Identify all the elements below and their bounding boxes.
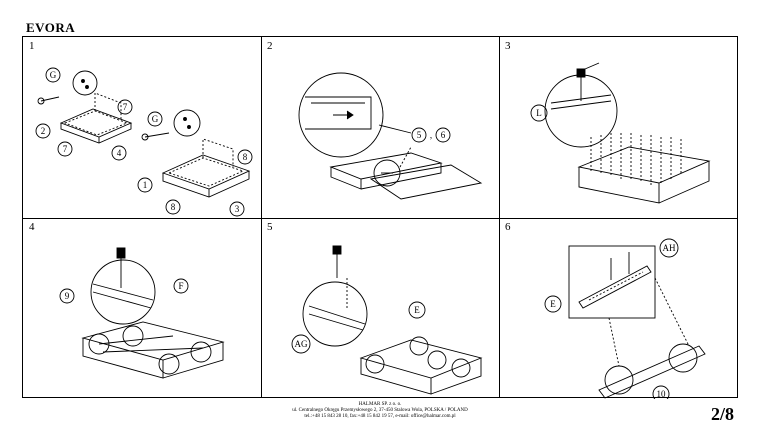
- step-1-illustration: G 2 7 7 4 G 8 1 8 3: [35, 67, 253, 217]
- callout: 3: [235, 204, 240, 214]
- panel-step-5: 5 E AG: [261, 218, 499, 399]
- callout: L: [536, 108, 542, 118]
- step-number: 5: [267, 221, 273, 233]
- callout: G: [152, 114, 159, 124]
- instruction-grid: 1: [22, 36, 739, 399]
- callout: G: [50, 70, 57, 80]
- step-5-illustration: E AG: [291, 245, 483, 395]
- callout: AH: [663, 243, 676, 253]
- footer-address: ul. Centralnego Okręgu Przemysłowego 2, …: [292, 408, 468, 413]
- step-number: 4: [29, 221, 35, 233]
- callout: 10: [657, 389, 667, 399]
- callout: 2: [41, 126, 46, 136]
- panel-step-6: 6 AH E 10: [499, 218, 739, 399]
- callout: 9: [65, 291, 70, 301]
- callout: 7: [123, 102, 128, 112]
- callout: E: [550, 299, 556, 309]
- callout: 8: [243, 152, 248, 162]
- panel-step-1: 1: [23, 37, 261, 218]
- callout: 7: [63, 144, 68, 154]
- step-4-illustration: 9 F: [59, 247, 225, 379]
- callout: F: [178, 281, 183, 291]
- grid-divider: [499, 37, 500, 397]
- callout: 8: [171, 202, 176, 212]
- step-6-illustration: AH E 10: [544, 238, 706, 399]
- step-number: 2: [267, 40, 273, 52]
- step-3-illustration: L: [530, 62, 711, 204]
- step-number: 6: [505, 221, 511, 233]
- callout: AG: [295, 339, 308, 349]
- callout: 6: [441, 130, 446, 140]
- callout: 5: [417, 130, 422, 140]
- callout: E: [414, 305, 420, 315]
- grid-divider: [23, 218, 737, 219]
- callout: 1: [143, 180, 148, 190]
- document-title: EVORA: [26, 20, 76, 35]
- panel-step-4: 4 9 F: [23, 218, 261, 399]
- panel-step-2: 2 5 ,: [261, 37, 499, 218]
- step-2-illustration: 5 , 6: [298, 72, 483, 200]
- step-number: 1: [29, 40, 35, 52]
- footer-contact: tel.:+48 15 843 28 10, fax:+48 15 842 19…: [304, 414, 456, 419]
- callout-separator: ,: [430, 130, 432, 140]
- footer-company: HALMAR SP. z o. o.: [358, 402, 402, 407]
- callout: 4: [117, 148, 122, 158]
- page-number: 2/8: [710, 404, 734, 424]
- step-number: 3: [505, 40, 511, 52]
- footer: HALMAR SP. z o. o. ul. Centralnego Okręg…: [240, 402, 520, 420]
- panel-step-3: 3: [499, 37, 739, 218]
- grid-divider: [261, 37, 262, 397]
